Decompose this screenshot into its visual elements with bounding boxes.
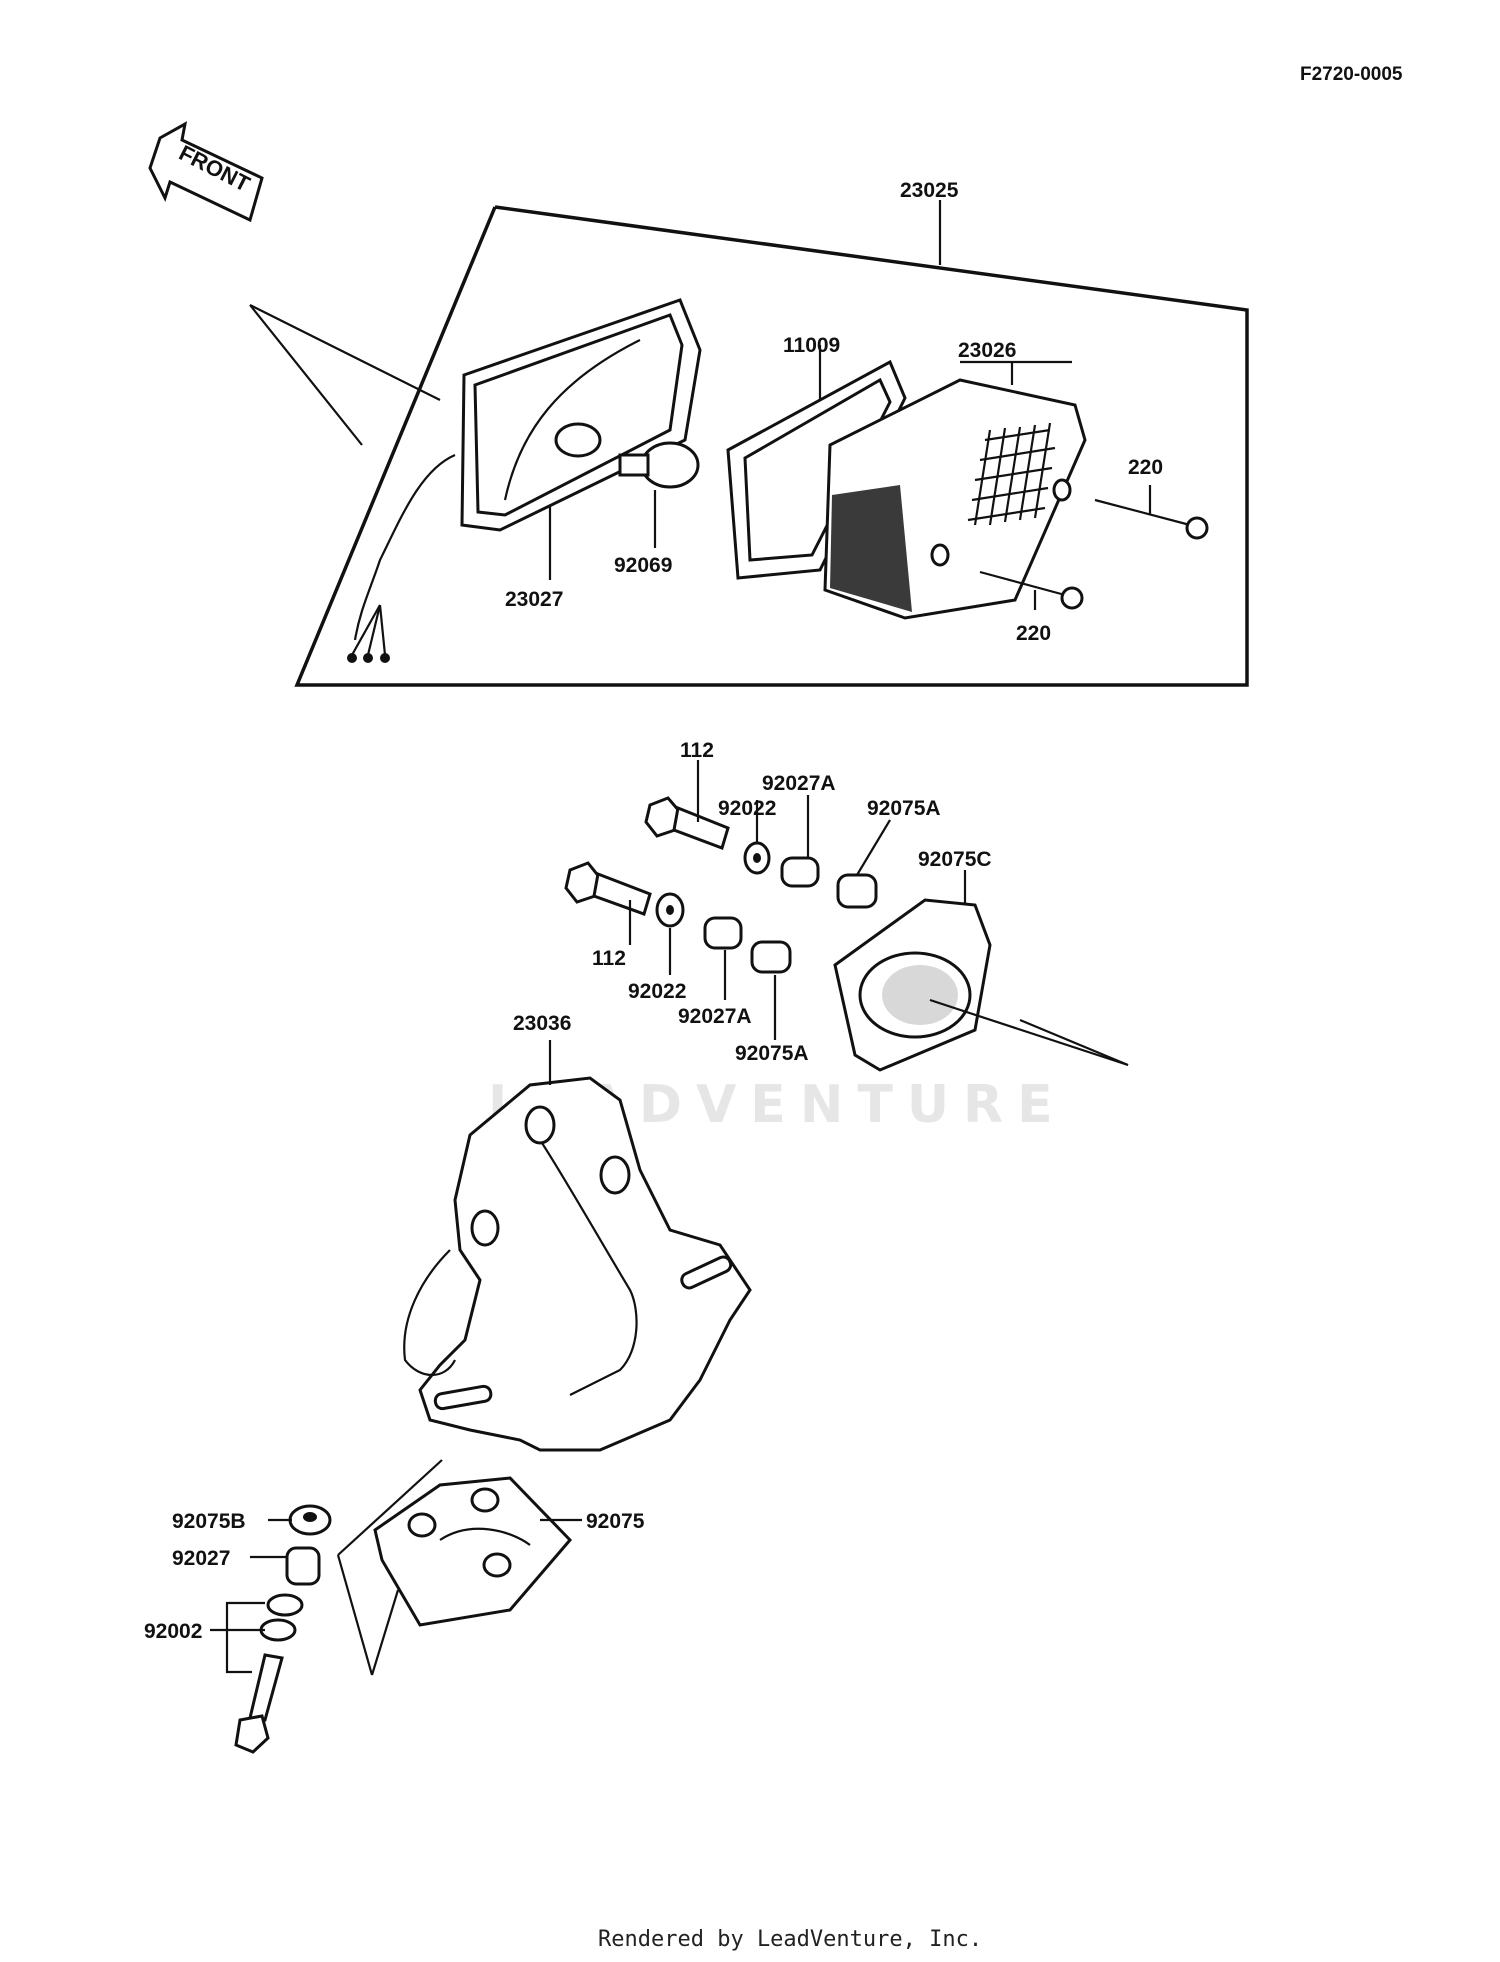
bracket-92075C: [833, 870, 1129, 1072]
bolt-112-upper: [644, 760, 730, 850]
callout-23036: 23036: [513, 1012, 571, 1035]
callout-92069: 92069: [614, 554, 672, 577]
callout-220-lower: 220: [1016, 622, 1051, 645]
lamp-base-23027: [249, 298, 702, 663]
diagram-code: F2720-0005: [1300, 64, 1403, 85]
collar-92027: [250, 1546, 321, 1586]
pad-92075: [336, 1459, 582, 1676]
damper-92075A-upper: [836, 819, 891, 909]
bolt-92002: [234, 1653, 284, 1754]
callout-92027A-lower: 92027A: [678, 1005, 752, 1028]
callout-92027: 92027: [172, 1547, 230, 1570]
callout-112-upper: 112: [680, 739, 714, 762]
damper-92075B: [268, 1504, 332, 1536]
bulb-92069: [618, 441, 700, 548]
screw-220-lower: [979, 570, 1084, 610]
damper-92075A-lower: [750, 940, 792, 1040]
callout-92002: 92002: [144, 1620, 202, 1643]
collar-92027A-lower: [703, 916, 743, 1000]
callout-23026: 23026: [958, 339, 1016, 362]
bolt-112-lower: [564, 861, 652, 945]
callout-92022-lower: 92022: [628, 980, 686, 1003]
callout-92075B: 92075B: [172, 1510, 246, 1533]
front-arrow-icon: FRONT: [148, 121, 264, 223]
callout-92075C: 92075C: [918, 848, 992, 871]
screw-220-upper: [1094, 485, 1209, 540]
callout-220-upper: 220: [1128, 456, 1163, 479]
callout-92022-upper: 92022: [718, 797, 776, 820]
callout-11009: 11009: [783, 334, 840, 357]
washers-92002: [210, 1593, 304, 1674]
callout-92075A-upper: 92075A: [867, 797, 941, 820]
callout-23027: 23027: [505, 588, 563, 611]
lens-grid: [967, 422, 1056, 526]
footer-credit: Rendered by LeadVenture, Inc.: [598, 1927, 982, 1952]
collar-92027A-upper: [780, 795, 820, 888]
lens-23026: [823, 360, 1087, 620]
bracket-23036: [403, 1040, 752, 1452]
callout-112-lower: 112: [592, 947, 626, 970]
callout-23025: 23025: [900, 179, 959, 202]
washer-92022-upper: [743, 800, 771, 875]
tail-light-assembly-frame: [294, 200, 1249, 687]
washer-92022-lower: [655, 892, 685, 975]
callout-92027A-upper: 92027A: [762, 772, 836, 795]
callout-92075A-lower: 92075A: [735, 1042, 809, 1065]
callout-92075: 92075: [586, 1510, 645, 1533]
